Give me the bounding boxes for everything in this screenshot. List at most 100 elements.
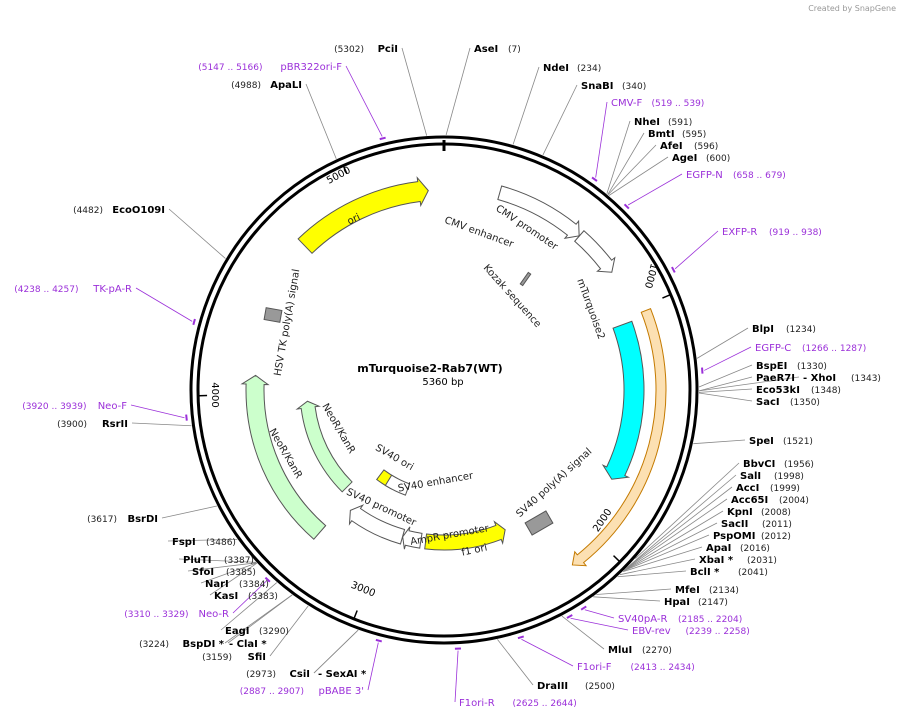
feature-sv40-polya[interactable] <box>525 511 553 535</box>
feature-ori[interactable] <box>298 178 428 254</box>
primer-mark-f1ori-f[interactable] <box>518 636 524 638</box>
site-pos-mfei: (2134) <box>709 586 739 596</box>
primer-mark-sv40pa-r[interactable] <box>581 606 586 609</box>
primer-mark-pbabe3[interactable] <box>376 640 382 642</box>
site-hpai[interactable]: HpaI <box>664 597 690 608</box>
primer-pos-egfp-c: (1266 .. 1287) <box>802 344 866 354</box>
primer-pos-exfp-r: (919 .. 938) <box>769 228 822 238</box>
leader-mfei <box>596 589 671 595</box>
site-clai[interactable]: - ClaI * <box>229 639 267 650</box>
primer-cmv-f[interactable]: CMV-F <box>611 98 642 109</box>
site-xbai[interactable]: XbaI * <box>699 555 734 566</box>
primer-pbr322ori-f[interactable]: pBR322ori-F <box>280 62 342 73</box>
site-pcii[interactable]: PciI <box>378 44 398 55</box>
primer-mark-pbr322ori-f[interactable] <box>380 138 386 139</box>
site-ndei[interactable]: NdeI <box>543 63 569 74</box>
site-bsrdi[interactable]: BsrDI <box>127 514 158 525</box>
site-sacii[interactable]: SacII <box>721 519 748 530</box>
site-fspi[interactable]: FspI <box>172 537 196 548</box>
primer-neo-r[interactable]: Neo-R <box>199 609 230 620</box>
site-nari[interactable]: NarI <box>205 579 229 590</box>
primer-neo-f[interactable]: Neo-F <box>98 401 128 412</box>
site-sexai[interactable]: - SexAI * <box>318 669 367 680</box>
site-csii[interactable]: CsiI <box>290 669 310 680</box>
primer-f1ori-r[interactable]: F1ori-R <box>459 698 495 709</box>
site-blpi[interactable]: BlpI <box>752 324 774 335</box>
site-saci[interactable]: SacI <box>756 397 780 408</box>
site-pos-bcli: (2041) <box>738 568 768 578</box>
site-eco0109i[interactable]: EcoO109I <box>112 205 165 216</box>
site-sfoi[interactable]: SfoI <box>192 567 214 578</box>
site-pos-apai: (2016) <box>740 544 770 554</box>
primer-mark-neo-f[interactable] <box>186 415 187 421</box>
snapgene-credit: Created by SnapGene <box>808 4 896 13</box>
site-rsrii[interactable]: RsrII <box>102 419 128 430</box>
site-bmti[interactable]: BmtI <box>648 129 675 140</box>
site-sfii[interactable]: SfiI <box>248 652 266 663</box>
primer-leader-pbr322ori-f <box>346 66 382 136</box>
site-pos-pluti: (3387) <box>224 556 254 566</box>
primer-leader-tk-pa-r <box>136 288 192 321</box>
site-paer7i[interactable]: PaeR7I <box>756 373 795 384</box>
feature-hsv-tk-polya[interactable] <box>264 308 282 323</box>
site-pos-pcii: (5302) <box>334 45 364 55</box>
site-pspomi[interactable]: PspOMI <box>713 531 755 542</box>
backbone-outer-ring <box>191 137 697 643</box>
feature-mturquoise2[interactable] <box>603 321 644 479</box>
site-mfei[interactable]: MfeI <box>675 585 700 596</box>
site-snabi[interactable]: SnaBI <box>581 81 613 92</box>
site-agei[interactable]: AgeI <box>672 153 697 164</box>
primer-tk-pa-r[interactable]: TK-pA-R <box>92 284 132 295</box>
site-nhei[interactable]: NheI <box>634 117 660 128</box>
site-bbvci[interactable]: BbvCI <box>743 459 775 470</box>
site-kasi[interactable]: KasI <box>214 591 238 602</box>
primer-egfp-n[interactable]: EGFP-N <box>686 170 723 181</box>
site-eagi[interactable]: EagI <box>225 626 249 637</box>
site-spei[interactable]: SpeI <box>749 436 774 447</box>
backbone-inner-ring <box>198 144 690 636</box>
primer-sv40pa-r[interactable]: SV40pA-R <box>618 614 667 625</box>
site-pos-apali: (4988) <box>231 81 261 91</box>
primer-f1ori-f[interactable]: F1ori-F <box>577 662 612 673</box>
site-pos-eco0109i: (4482) <box>73 206 103 216</box>
feature-cmv-promoter[interactable] <box>575 231 615 272</box>
site-pos-bsrdi: (3617) <box>87 515 117 525</box>
leader-pcii <box>402 48 427 136</box>
site-pos-hpai: (2147) <box>698 598 728 608</box>
primer-mark-tk-pa-r[interactable] <box>193 319 195 325</box>
site-draiii[interactable]: DraIII <box>537 681 568 692</box>
site-acci[interactable]: AccI <box>736 483 759 494</box>
site-asei[interactable]: AseI <box>474 44 498 55</box>
site-pos-nhei: (591) <box>668 118 692 128</box>
primer-mark-exfp-r[interactable] <box>672 267 675 272</box>
site-apali[interactable]: ApaLI <box>270 80 302 91</box>
primer-mark-ebv-rev[interactable] <box>567 615 572 618</box>
site-pos-eco53ki: (1348) <box>811 386 841 396</box>
primer-pbabe3[interactable]: pBABE 3' <box>318 686 364 697</box>
site-pos-xhoi: (1343) <box>851 374 881 384</box>
site-mlui[interactable]: MluI <box>608 645 632 656</box>
site-pluti[interactable]: PluTI <box>183 555 211 566</box>
primer-ebv-rev[interactable]: EBV-rev <box>632 626 671 637</box>
primer-exfp-r[interactable]: EXFP-R <box>722 227 757 238</box>
primer-egfp-c[interactable]: EGFP-C <box>755 343 791 354</box>
site-bcli[interactable]: BclI * <box>690 567 720 578</box>
leader-bmti <box>608 133 644 195</box>
site-pos-pspomi: (2012) <box>761 532 791 542</box>
leader-spei <box>693 440 745 444</box>
site-pos-kasi: (3383) <box>248 592 278 602</box>
site-eco53ki[interactable]: Eco53kI <box>756 385 800 396</box>
site-acc65i[interactable]: Acc65I <box>731 495 768 506</box>
site-afei[interactable]: AfeI <box>660 141 683 152</box>
site-bspei[interactable]: BspEI <box>756 361 787 372</box>
site-bspdi[interactable]: BspDI * <box>183 639 225 650</box>
site-kpni[interactable]: KpnI <box>727 507 753 518</box>
site-xhoi[interactable]: - XhoI <box>803 373 836 384</box>
site-apai[interactable]: ApaI <box>706 543 731 554</box>
site-pos-eagi: (3290) <box>259 627 289 637</box>
feature-kozak[interactable] <box>520 272 530 285</box>
leader-rsrii <box>132 423 192 426</box>
site-sali[interactable]: SalI <box>740 471 761 482</box>
primer-mark-cmv-f[interactable] <box>592 177 597 181</box>
